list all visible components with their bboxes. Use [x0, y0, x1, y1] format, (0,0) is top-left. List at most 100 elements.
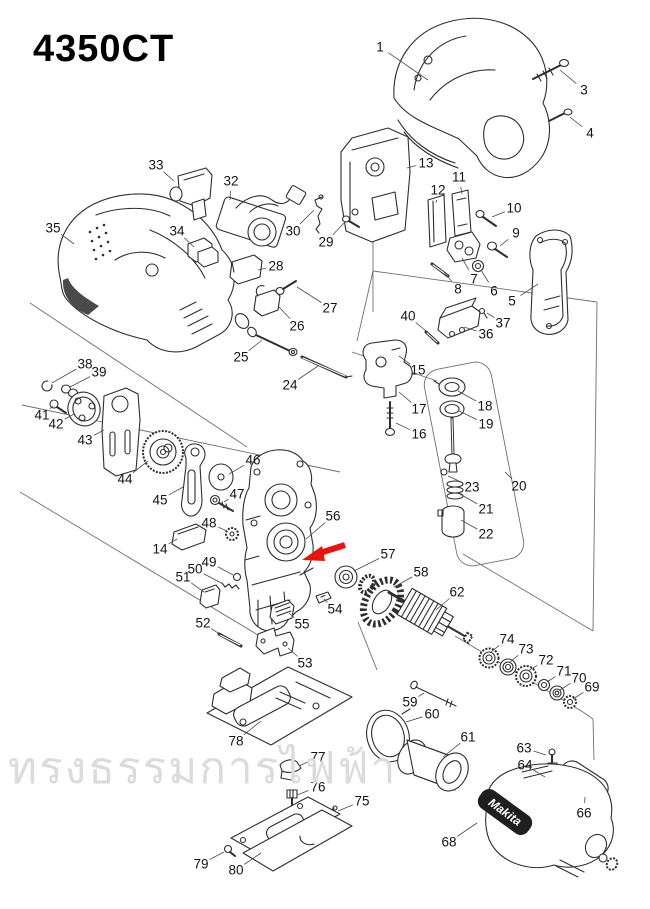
part-art-79: [223, 844, 236, 857]
leader-line-59: [418, 692, 425, 697]
leader-line-14: [168, 538, 178, 545]
leader-line-73: [509, 654, 519, 663]
part-label-52: 52: [195, 616, 210, 631]
part-label-1: 1: [376, 40, 384, 55]
leader-line-34: [184, 237, 195, 248]
part-label-6: 6: [490, 284, 498, 299]
part-label-72: 72: [538, 653, 553, 668]
leader-line-7: [461, 257, 470, 271]
part-label-18: 18: [477, 399, 492, 414]
part-label-78: 78: [228, 734, 243, 749]
part-art-10: [475, 209, 497, 227]
leader-line-29: [332, 221, 346, 236]
leader-line-43: [93, 429, 105, 436]
part-art-43: [101, 387, 141, 477]
part-label-22: 22: [478, 527, 493, 542]
part-art-34: [187, 237, 219, 268]
leader-line-25: [248, 339, 263, 352]
leader-line-28: [257, 267, 267, 271]
part-label-66: 66: [576, 806, 591, 821]
part-label-13: 13: [418, 156, 433, 171]
leader-line-23: [447, 475, 464, 484]
part-art-77: [279, 759, 302, 781]
part-art-12: [427, 194, 447, 248]
leader-line-78: [243, 720, 262, 736]
part-art-59: [410, 680, 457, 708]
leader-line-13: [406, 165, 417, 169]
part-label-30: 30: [285, 224, 300, 239]
part-label-24: 24: [282, 378, 298, 393]
part-art-4: [548, 108, 573, 122]
leader-line-18: [457, 390, 477, 402]
leader-line-20: [504, 471, 513, 480]
part-label-71: 71: [556, 664, 571, 679]
part-art-58: [358, 573, 405, 628]
plunger-rod-art: [444, 416, 462, 473]
part-art-57: [334, 565, 358, 589]
part-label-10: 10: [506, 201, 521, 216]
part-art-45: [180, 443, 206, 517]
part-art-1: [393, 17, 551, 179]
leader-line-77: [298, 760, 310, 767]
part-art-41: [49, 399, 67, 414]
page-title: 4350CT: [33, 28, 175, 70]
part-label-73: 73: [518, 642, 533, 657]
leader-line-72: [527, 664, 538, 672]
leader-line-16: [395, 422, 411, 431]
part-art-21: [446, 480, 464, 500]
part-art-11: [451, 189, 472, 237]
part-label-55: 55: [294, 617, 309, 632]
part-label-74: 74: [499, 632, 515, 647]
part-art-22: [437, 505, 465, 538]
leader-line-45: [168, 486, 184, 496]
part-label-34: 34: [169, 224, 185, 239]
leader-line-44: [132, 460, 149, 474]
part-label-63: 63: [516, 741, 531, 756]
part-label-28: 28: [268, 259, 283, 274]
part-art-53: [255, 627, 295, 657]
leader-line-33: [163, 171, 175, 182]
part-label-11: 11: [452, 170, 466, 185]
leader-line-71: [546, 676, 556, 683]
part-art-74: [478, 647, 500, 669]
part-art-55: [269, 599, 295, 625]
part-label-75: 75: [354, 794, 369, 809]
part-art-16: [384, 401, 396, 437]
leader-line-1: [388, 52, 429, 81]
leader-line-60: [405, 716, 423, 723]
part-label-37: 37: [495, 316, 510, 331]
part-label-27: 27: [322, 301, 337, 316]
leader-line-21: [459, 493, 478, 505]
leader-line-57: [353, 558, 380, 572]
part-art-80: [230, 796, 353, 872]
part-art-37: [478, 307, 488, 319]
annotation-arrow: [302, 542, 346, 561]
leader-line-3: [559, 69, 577, 84]
part-label-15: 15: [410, 363, 425, 378]
leader-line-38: [51, 368, 77, 384]
leader-line-51: [190, 582, 205, 593]
leader-line-68: [457, 822, 478, 837]
part-art-62: [387, 587, 474, 645]
part-art-36: [437, 297, 481, 339]
leader-line-8: [443, 271, 452, 282]
part-art-60: [366, 708, 411, 763]
part-label-17: 17: [411, 402, 426, 417]
part-label-3: 3: [580, 83, 588, 98]
leader-line-15: [398, 355, 411, 365]
leader-line-11: [460, 186, 463, 195]
leader-line-26: [277, 305, 291, 320]
part-label-16: 16: [411, 427, 426, 442]
part-art-54: [315, 591, 332, 604]
part-art-70: [549, 685, 565, 701]
part-label-39: 39: [91, 365, 106, 380]
part-art-40: [424, 330, 440, 345]
part-label-50: 50: [187, 562, 202, 577]
leader-line-52: [211, 628, 222, 636]
leader-line-49: [217, 566, 234, 576]
group-box-20: [423, 361, 525, 567]
arrow-head: [302, 546, 325, 561]
part-label-38: 38: [77, 357, 92, 372]
leader-line-56: [305, 522, 326, 540]
